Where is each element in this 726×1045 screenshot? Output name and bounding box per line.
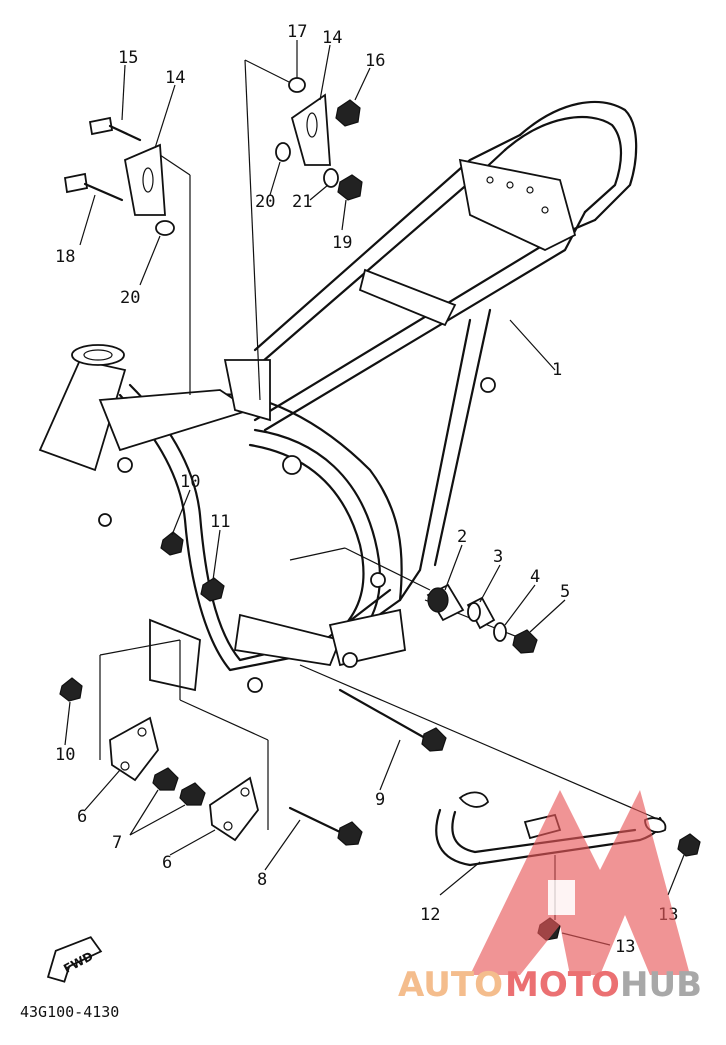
callout-8: 8 — [257, 870, 267, 890]
callout-2: 2 — [457, 527, 467, 547]
automotohub-watermark: AUTO MOTO HUB — [398, 790, 702, 1005]
watermark-triangle-icon — [470, 790, 690, 975]
callout-5: 5 — [560, 582, 570, 602]
callout-6-left: 6 — [77, 807, 87, 827]
diagram-part-number: 43G100-4130 — [20, 1003, 119, 1021]
callout-4: 4 — [530, 567, 540, 587]
engine-mount-brackets — [59, 77, 363, 702]
callout-18: 18 — [55, 247, 75, 267]
callout-13-lower: 13 — [615, 937, 635, 957]
callout-14-left: 14 — [165, 68, 185, 88]
callout-19: 19 — [332, 233, 352, 253]
callout-16: 16 — [365, 51, 385, 71]
callout-10-lower: 10 — [55, 745, 75, 765]
callout-14-right: 14 — [322, 28, 342, 48]
reference-lines — [99, 59, 661, 920]
watermark-text-moto: MOTO — [505, 965, 620, 1005]
callout-labels: 15 14 18 20 17 14 16 20 21 19 1 10 11 2 … — [55, 22, 678, 957]
callout-15: 15 — [118, 48, 138, 68]
callout-17: 17 — [287, 22, 307, 42]
callout-11: 11 — [210, 512, 230, 532]
callout-1: 1 — [552, 360, 562, 380]
pivot-collar-set — [426, 583, 538, 654]
callout-6-right: 6 — [162, 853, 172, 873]
callout-7: 7 — [112, 833, 122, 853]
forward-direction-arrow: FWD — [46, 936, 103, 983]
motorcycle-frame — [38, 100, 638, 693]
callout-20-left: 20 — [120, 288, 140, 308]
callout-10-upper: 10 — [180, 472, 200, 492]
leader-lines — [64, 40, 685, 946]
callout-3: 3 — [493, 547, 503, 567]
callout-20-right: 20 — [255, 192, 275, 212]
watermark-text-auto: AUTO — [398, 965, 503, 1005]
callout-9: 9 — [375, 790, 385, 810]
callout-21: 21 — [292, 192, 312, 212]
callout-12: 12 — [420, 905, 440, 925]
lower-brackets — [109, 688, 447, 846]
watermark-text-hub: HUB — [620, 965, 702, 1005]
